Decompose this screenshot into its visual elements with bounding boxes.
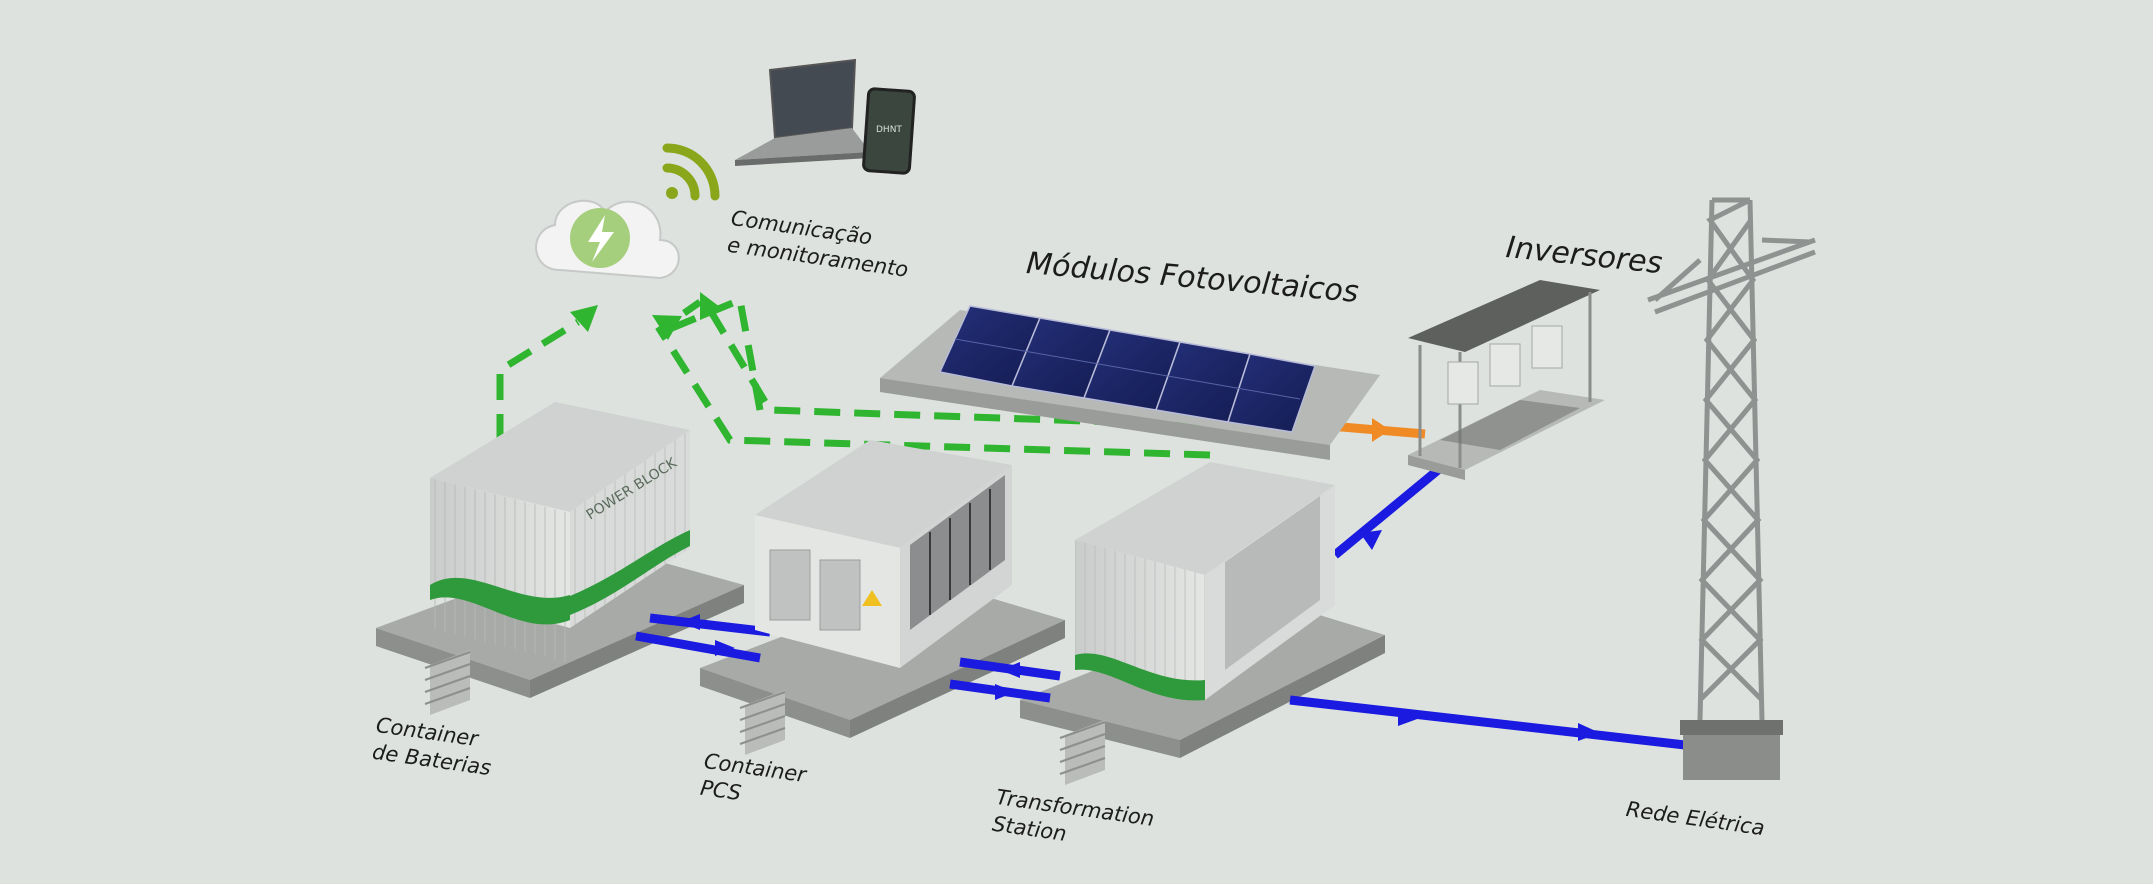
cloud-icon <box>535 199 680 280</box>
data-link-arrowheads <box>570 292 724 340</box>
transformation-station <box>1075 462 1335 701</box>
solar-panel-array <box>938 305 1316 433</box>
phone-icon: DHNT <box>862 87 916 175</box>
laptop-icon <box>735 58 870 166</box>
data-links <box>496 295 1211 459</box>
wifi-icon <box>662 143 720 201</box>
phone-brand-text: DHNT <box>876 125 902 135</box>
inverter-station <box>1408 280 1605 480</box>
pv-flow-line <box>1329 418 1426 442</box>
pv-modules <box>880 305 1380 460</box>
transmission-tower <box>1647 197 1816 780</box>
power-flow-arrows <box>680 530 1600 741</box>
pcs-container <box>755 440 1012 668</box>
battery-container: POWER BLOCK <box>430 402 690 664</box>
